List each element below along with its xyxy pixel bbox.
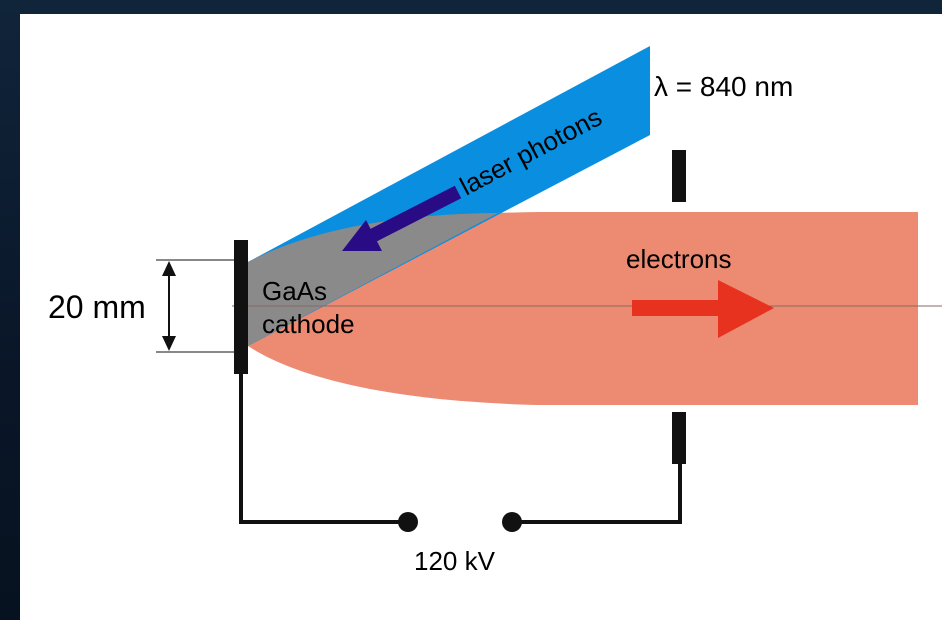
- terminal-left-icon: [398, 512, 418, 532]
- electron-beam: [248, 212, 918, 405]
- cathode-label-line2: cathode: [262, 309, 355, 339]
- laser-arrow-icon: [342, 185, 462, 251]
- cathode-plate: [234, 240, 248, 374]
- electron-arrow-icon: [632, 280, 774, 338]
- cathode-label-line1: GaAs: [262, 276, 327, 306]
- overlap-region: [248, 213, 498, 346]
- dimension-marker-icon: [156, 259, 242, 353]
- voltage-label: 120 kV: [414, 546, 496, 576]
- electrons-label: electrons: [626, 244, 732, 274]
- wavelength-label: λ = 840 nm: [654, 71, 793, 102]
- dimension-label: 20 mm: [48, 289, 146, 325]
- anode-electrode-bottom: [672, 412, 686, 464]
- anode-electrode-top: [672, 150, 686, 202]
- circuit-wire-left: [239, 374, 408, 524]
- terminal-right-icon: [502, 512, 522, 532]
- circuit-wire-right: [512, 464, 682, 524]
